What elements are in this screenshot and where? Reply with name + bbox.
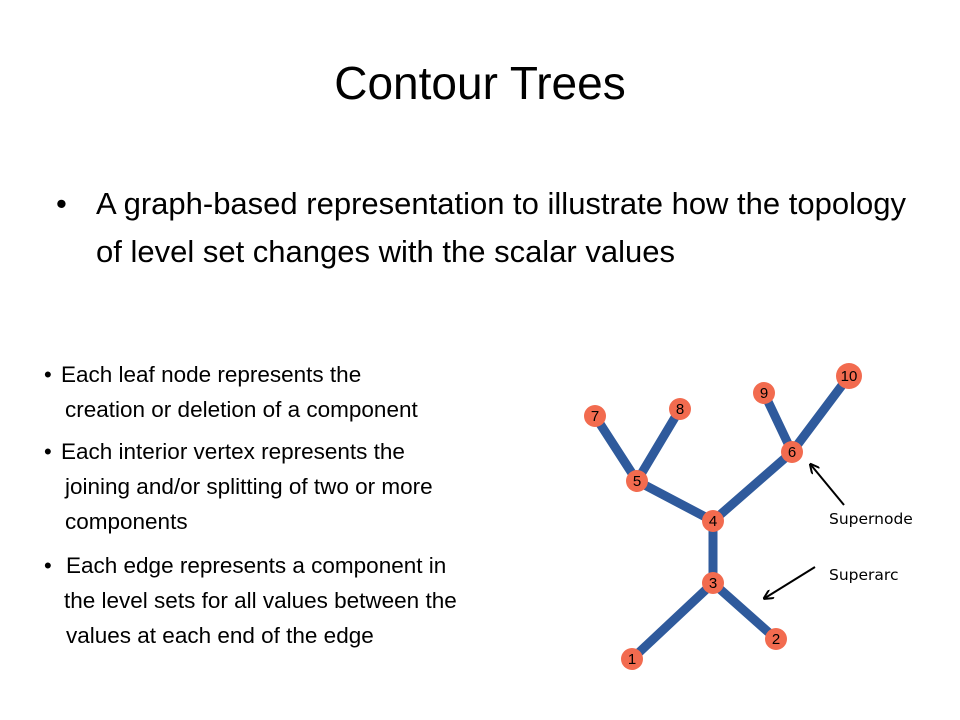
- edge-7-5: [590, 411, 642, 486]
- edge-8-5: [632, 404, 685, 486]
- sub-bullet-line: Each edge represents a component in: [66, 553, 447, 578]
- node-label: 2: [772, 631, 780, 648]
- main-bullet-text: A graph-based representation to illustra…: [96, 186, 906, 269]
- sub-bullet-line: joining and/or splitting of two or more: [65, 474, 433, 499]
- sub-bullet-line: components: [65, 509, 188, 534]
- slide-title: Contour Trees: [334, 57, 626, 109]
- edge-6-4: [708, 447, 797, 526]
- tree-node: 3: [702, 572, 724, 594]
- sub-bullet-line: the level sets for all values between th…: [64, 588, 457, 613]
- bullet-dot: •: [44, 553, 52, 578]
- bullet-dot: •: [44, 439, 52, 464]
- node-label: 9: [760, 385, 768, 402]
- tree-node: 7: [584, 405, 606, 427]
- bullet-dot: •: [56, 186, 67, 221]
- sub-bullet-line: values at each end of the edge: [66, 623, 374, 648]
- node-label: 10: [841, 368, 858, 385]
- sub-bullet-line: Each interior vertex represents the: [61, 439, 405, 464]
- tree-node: 9: [753, 382, 775, 404]
- sub-bullet-1: • Each leaf node represents the creation…: [44, 357, 418, 427]
- tree-node: 4: [702, 510, 724, 532]
- edge-5-4: [632, 476, 718, 526]
- supernode-label: Supernode: [829, 510, 913, 528]
- node-label: 8: [676, 401, 684, 418]
- node-label: 3: [709, 575, 717, 592]
- tree-node: 10: [836, 363, 862, 389]
- node-label: 4: [709, 513, 717, 530]
- sub-bullet-3: • Each edge represents a component in th…: [44, 548, 457, 653]
- sub-bullet-2: • Each interior vertex represents the jo…: [44, 434, 433, 539]
- edge-10-6: [787, 371, 854, 457]
- node-label: 6: [788, 444, 796, 461]
- edge-3-2: [708, 578, 781, 644]
- node-label: 5: [633, 473, 641, 490]
- superarc-arrow: [765, 566, 816, 598]
- tree-nodes: 1 2 3 4 5 6 7 8: [584, 363, 862, 670]
- tree-node: 1: [621, 648, 643, 670]
- annotations: Supernode Superarc: [765, 465, 913, 598]
- sub-bullet-line: Each leaf node represents the: [61, 362, 362, 387]
- edge-3-1: [627, 578, 718, 664]
- bullet-dot: •: [44, 362, 52, 387]
- superarc-label: Superarc: [829, 566, 898, 584]
- sub-bullet-line: creation or deletion of a component: [65, 397, 418, 422]
- tree-node: 8: [669, 398, 691, 420]
- tree-node: 5: [626, 470, 648, 492]
- node-label: 1: [628, 651, 636, 668]
- tree-node: 2: [765, 628, 787, 650]
- node-label: 7: [591, 408, 599, 425]
- supernode-arrow: [811, 465, 845, 506]
- tree-node: 6: [781, 441, 803, 463]
